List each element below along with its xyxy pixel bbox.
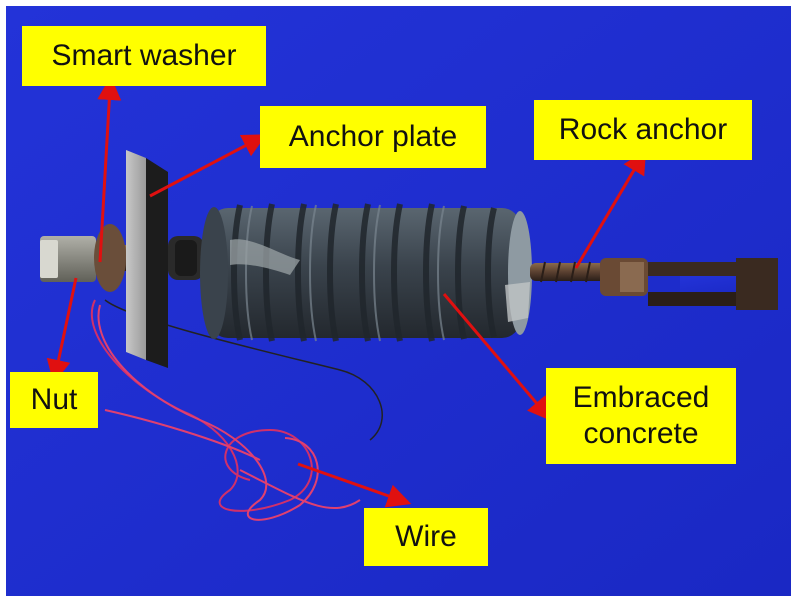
arrow-embraced-concrete — [442, 293, 552, 422]
anchor-plate — [126, 150, 146, 360]
arrow-wire — [297, 462, 412, 508]
arrow-smart-washer — [97, 76, 122, 263]
arrow-nut — [46, 277, 78, 384]
embraced-concrete-cylinder — [200, 203, 532, 342]
arrow-anchor-plate — [149, 134, 267, 198]
label-embraced-concrete: Embraced concrete — [546, 368, 736, 464]
label-smart-washer: Smart washer — [22, 26, 266, 86]
label-rock-anchor: Rock anchor — [534, 100, 752, 160]
callout-arrows — [46, 76, 647, 508]
label-nut: Nut — [10, 372, 98, 428]
label-wire: Wire — [364, 508, 488, 566]
label-anchor-plate: Anchor plate — [260, 106, 486, 168]
clevis-end — [648, 258, 778, 310]
arrow-rock-anchor — [574, 149, 647, 269]
